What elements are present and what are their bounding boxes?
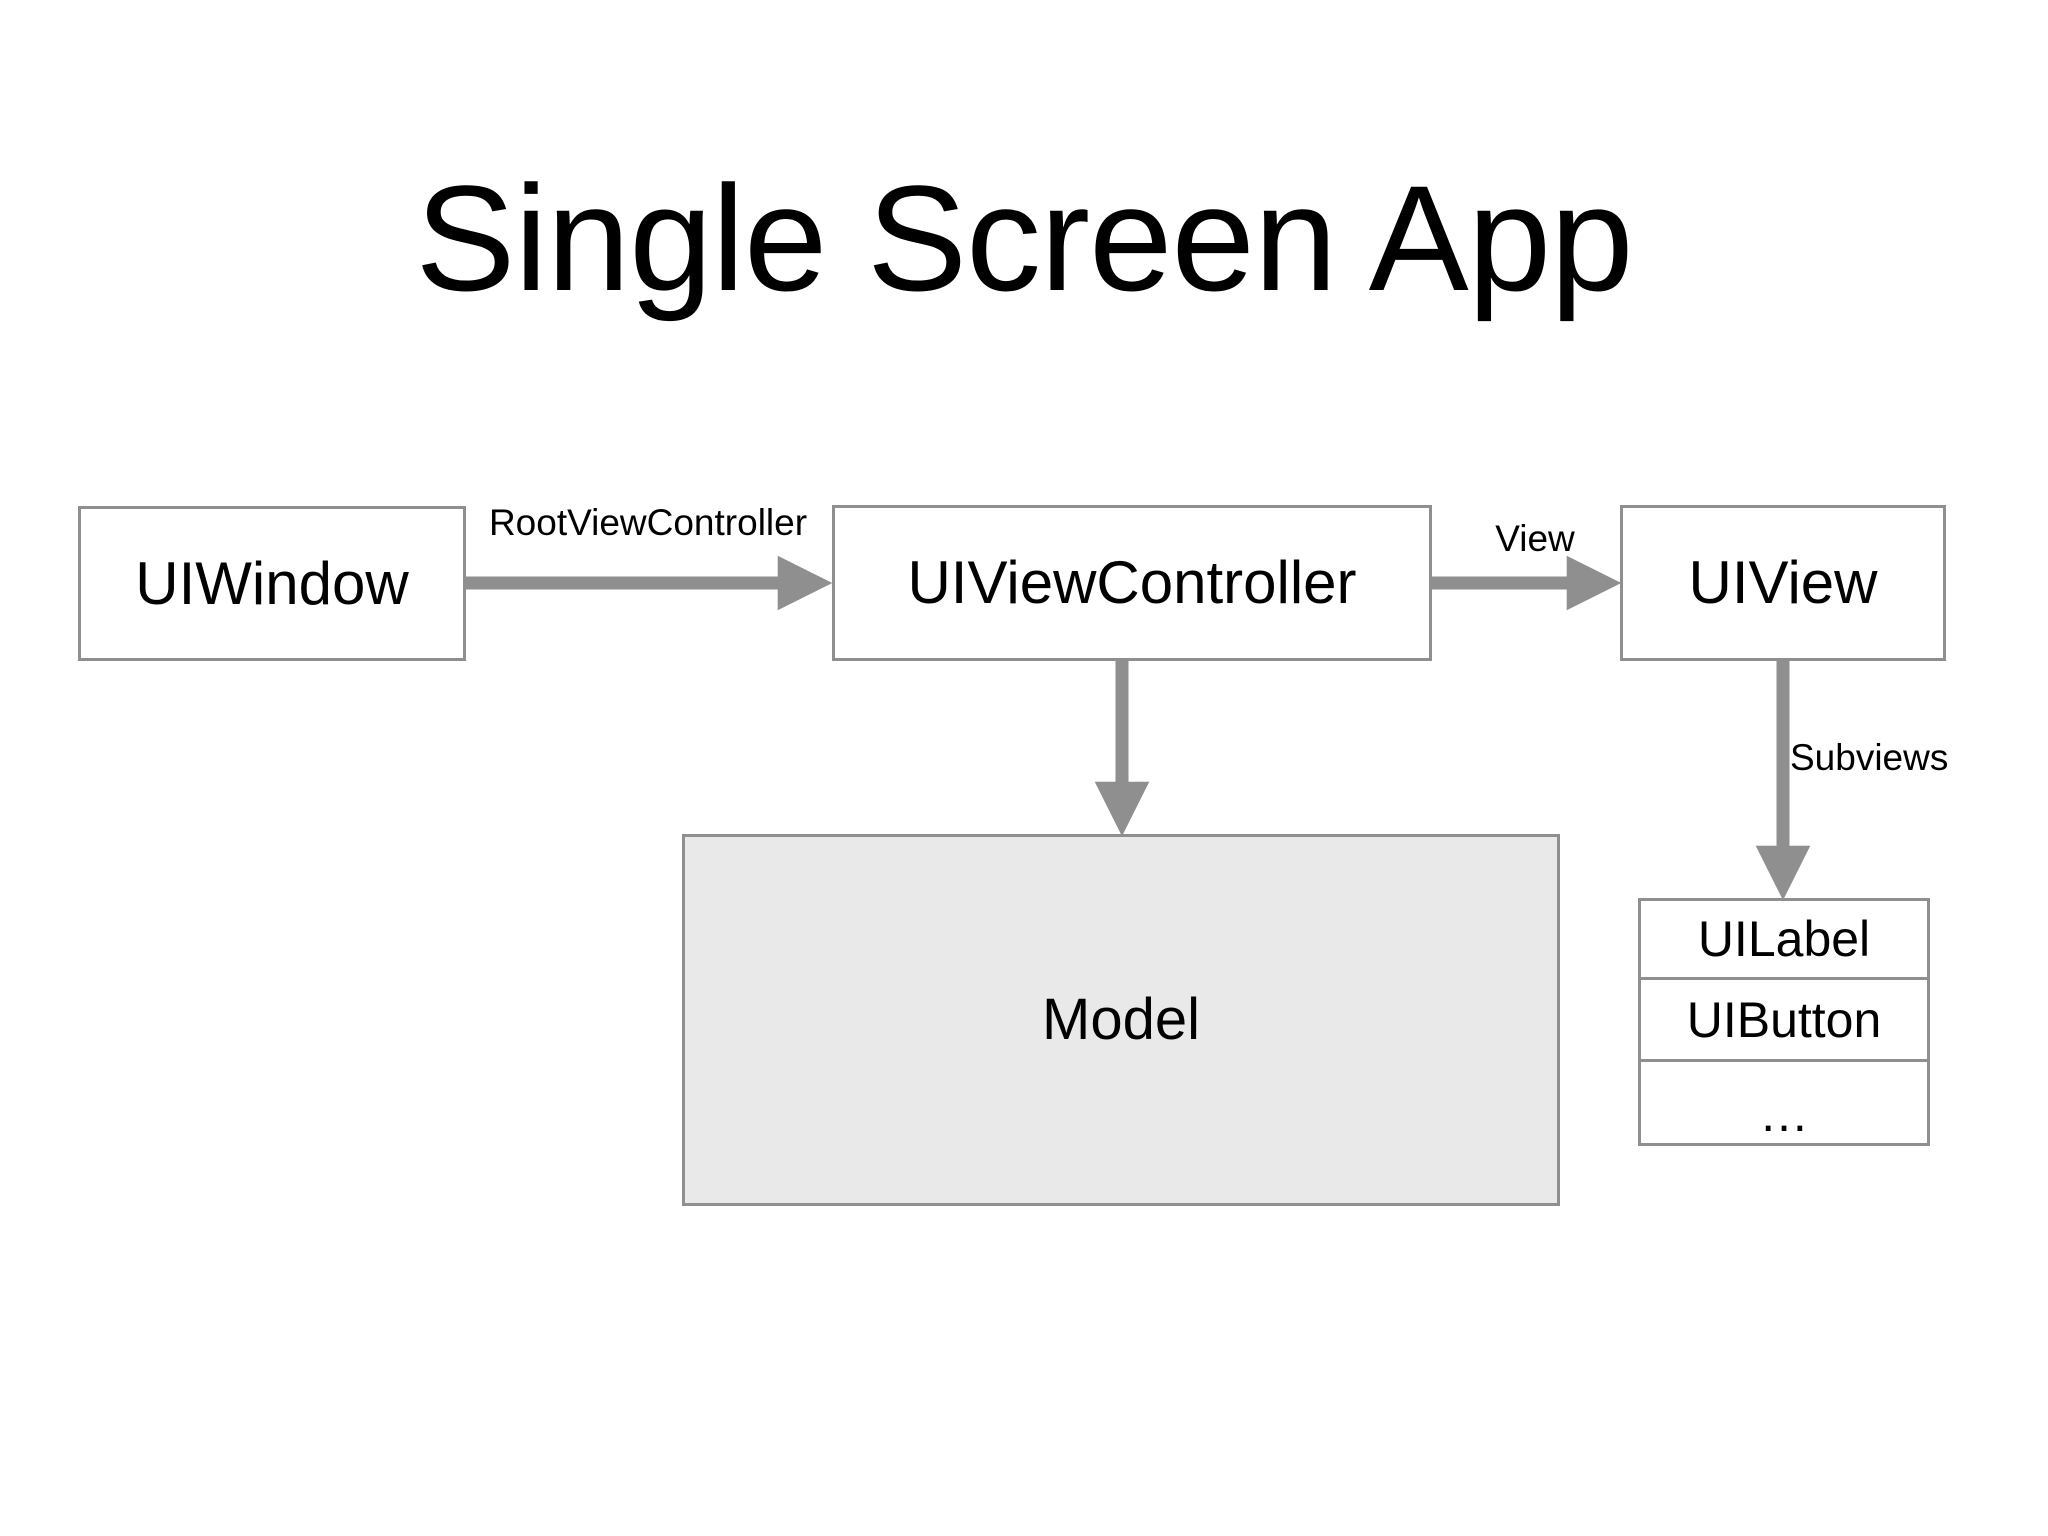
page-title: Single Screen App [415, 154, 1633, 322]
list-item-uibutton-label: UIButton [1686, 991, 1882, 1048]
edge-label-rootviewcontroller: RootViewController [488, 502, 808, 543]
edge-label-subviews: Subviews [1790, 737, 1949, 778]
node-uiwindow[interactable]: UIWindow [78, 506, 466, 661]
list-item-uilabel-label: UILabel [1697, 911, 1871, 967]
list-item-uibutton[interactable]: UIButton [1638, 980, 1930, 1062]
node-uiviewcontroller-label: UIViewController [907, 549, 1357, 616]
node-model-label: Model [1042, 987, 1200, 1052]
list-item-ellipsis-label: … [1759, 1086, 1809, 1142]
node-uiview-label: UIView [1688, 549, 1878, 616]
node-model[interactable]: Model [682, 834, 1560, 1206]
list-item-uilabel[interactable]: UILabel [1638, 898, 1930, 980]
node-uiview[interactable]: UIView [1620, 505, 1946, 661]
node-uiwindow-label: UIWindow [135, 549, 409, 617]
node-uiviewcontroller[interactable]: UIViewController [832, 505, 1432, 661]
edge-label-view: View [1495, 518, 1575, 559]
subviews-stack: UILabel UIButton … [1638, 898, 1930, 1146]
list-item-ellipsis[interactable]: … [1638, 1062, 1930, 1146]
